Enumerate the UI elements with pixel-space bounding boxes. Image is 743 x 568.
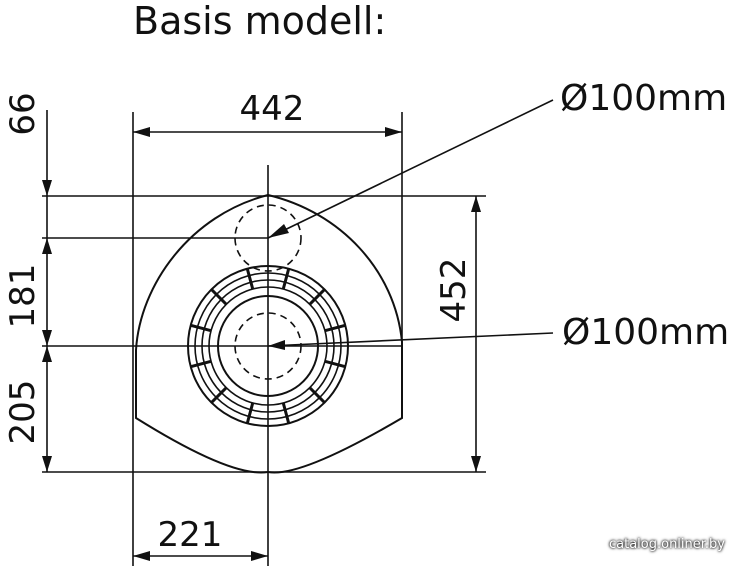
collar-tick [210,288,228,306]
watermark-text: catalog.onliner.by [608,537,725,552]
collar-tick [281,402,291,424]
dim-205-label: 205 [3,380,43,445]
collar-tick [245,268,255,290]
dim-442-arrow-left [133,127,150,137]
collar-tick [245,402,255,424]
collar-tick [281,268,291,290]
dim-452-label: 452 [434,258,474,323]
dim-66-label: 66 [3,92,43,135]
collar-tick [190,323,212,333]
dim-452-arrow-bottom [471,456,481,472]
center-pipe-circle [234,312,302,380]
dim-442-label: 442 [240,89,305,129]
collar-tick [210,386,228,404]
dim-181-arrow-bottom [42,330,52,346]
dim-181-arrow-top [42,238,52,254]
top-pipe-leader [267,99,554,239]
dim-181-label: 181 [3,264,43,329]
center-pipe-leader [267,332,554,347]
collar-tick [190,359,212,369]
drawing-title: Basis modell: [133,0,386,43]
center-flue-collar [187,265,349,427]
dim-221-label: 221 [158,515,223,555]
collar-tick [308,288,326,306]
center-pipe-callout: Ø100mm [562,312,729,353]
dim-66-arrow [42,180,52,196]
dim-442-arrow-right [385,127,402,137]
collar-tick [324,359,346,369]
top-pipe-callout: Ø100mm [560,78,727,119]
dim-205-arrow-bottom [42,456,52,472]
collar-tick [324,323,346,333]
collar-tick [308,386,326,404]
top-pipe-leader-arrow [268,224,289,238]
dim-221-arrow-right [251,551,268,561]
dim-452-arrow-top [471,196,481,212]
top-pipe-circle [234,204,302,272]
dim-221-arrow-left [133,551,150,561]
center-pipe-leader-arrow [268,340,285,350]
dim-205-arrow-top [42,346,52,362]
collar-tick-marks [190,268,346,424]
